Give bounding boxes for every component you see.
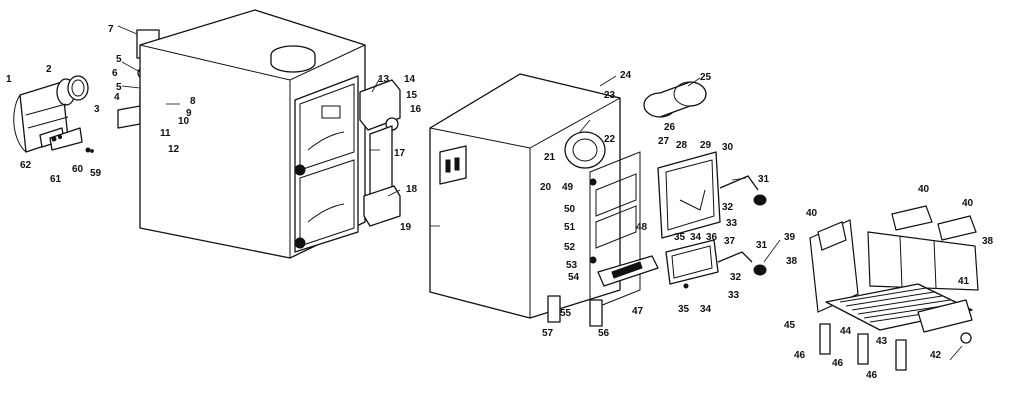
callout-label: 16 <box>410 104 422 115</box>
callout-label: 52 <box>564 242 576 253</box>
callout-label: 24 <box>620 70 632 81</box>
boiler-shell-open <box>429 73 707 327</box>
callout-label: 33 <box>726 218 738 229</box>
callout-label: 30 <box>722 142 734 153</box>
callout-label: 12 <box>168 144 180 155</box>
callout-label: 5 <box>116 54 122 65</box>
blower-assembly <box>13 75 94 153</box>
callout-label: 25 <box>700 72 712 83</box>
callout-label: 47 <box>632 306 644 317</box>
callout-label: 38 <box>786 256 798 267</box>
callout-label: 13 <box>378 74 390 85</box>
callout-label: 31 <box>758 174 770 185</box>
callout-label: 32 <box>722 202 734 213</box>
callout-label: 54 <box>568 272 580 283</box>
callout-label: 3 <box>94 104 100 115</box>
callout-label: 55 <box>560 308 572 319</box>
callout-label: 26 <box>664 122 676 133</box>
callout-label: 28 <box>676 140 688 151</box>
callout-label: 51 <box>564 222 576 233</box>
callout-label: 8 <box>190 96 196 107</box>
callout-label: 10 <box>178 116 190 127</box>
callout-label: 60 <box>72 164 84 175</box>
callout-label: 35 <box>678 304 690 315</box>
callout-label: 38 <box>982 236 994 247</box>
callout-label: 49 <box>562 182 574 193</box>
callout-label: 1 <box>6 74 12 85</box>
callout-label: 20 <box>540 182 552 193</box>
callout-label: 21 <box>544 152 556 163</box>
callout-label: 2 <box>46 64 52 75</box>
callout-label: 53 <box>566 260 578 271</box>
callout-label: 57 <box>542 328 554 339</box>
callout-label: 46 <box>832 358 844 369</box>
callout-label: 35 <box>674 232 686 243</box>
callout-label: 39 <box>784 232 796 243</box>
callout-label: 14 <box>404 74 416 85</box>
callout-label: 19 <box>400 222 412 233</box>
callout-label: 45 <box>784 320 796 331</box>
callout-label: 4 <box>114 92 120 103</box>
callout-label: 46 <box>866 370 878 381</box>
callout-label: 11 <box>160 128 171 139</box>
callout-label: 40 <box>918 184 930 195</box>
callout-label: 5 <box>116 82 122 93</box>
callout-label: 27 <box>658 136 670 147</box>
callout-label: 40 <box>962 198 974 209</box>
callout-label: 34 <box>690 232 702 243</box>
callout-label: 18 <box>406 184 418 195</box>
callout-label: 23 <box>604 90 616 101</box>
callout-label: 61 <box>50 174 62 185</box>
callout-label: 7 <box>108 24 114 35</box>
callout-label: 34 <box>700 304 712 315</box>
callout-label: 44 <box>840 326 852 337</box>
boiler-cabinet <box>139 9 401 259</box>
callout-label: 42 <box>930 350 942 361</box>
callout-label: 15 <box>406 90 418 101</box>
callout-label: 6 <box>112 68 118 79</box>
callout-label: 41 <box>958 276 970 287</box>
callout-label: 36 <box>706 232 718 243</box>
callout-label: 59 <box>90 168 102 179</box>
callout-label: 56 <box>598 328 610 339</box>
callout-label: 33 <box>728 290 740 301</box>
callout-label: 40 <box>806 208 818 219</box>
callout-label: 43 <box>876 336 888 347</box>
callout-label: 29 <box>700 140 712 151</box>
firebrick-grate-assembly <box>809 205 979 371</box>
callout-label: 9 <box>186 108 192 119</box>
callout-label: 22 <box>604 134 616 145</box>
callout-label: 50 <box>564 204 576 215</box>
callout-label: 17 <box>394 148 406 159</box>
doors <box>657 151 767 289</box>
leader-lines <box>117 25 963 361</box>
callout-label: 46 <box>794 350 806 361</box>
callout-label: 32 <box>730 272 742 283</box>
callout-label: 48 <box>636 222 648 233</box>
callout-label: 31 <box>756 240 768 251</box>
callout-labels: 1 2 3 4 5 5 6 7 8 9 10 11 12 13 14 15 16… <box>6 24 994 381</box>
callout-label: 62 <box>20 160 32 171</box>
callout-label: 37 <box>724 236 736 247</box>
